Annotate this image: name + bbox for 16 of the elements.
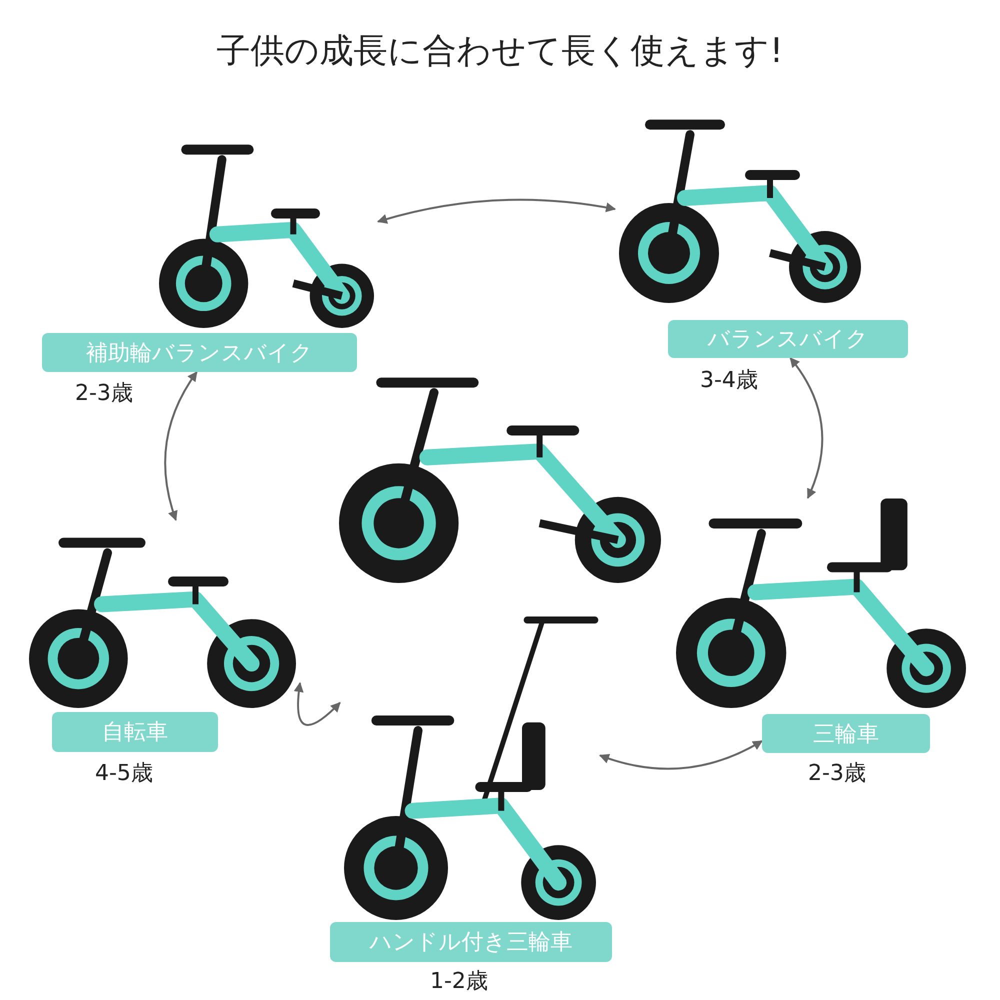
title: 子供の成長に合わせて長く使えます! [216,30,784,73]
arrow [377,198,616,224]
age-text: 1-2歳 [430,968,488,996]
stage-label: 自転車 [52,712,218,752]
age-text: 2-3歳 [808,760,866,788]
stage-label: 三輪車 [762,714,930,753]
age-text: 3-4歳 [700,367,758,395]
age-text: 4-5歳 [95,760,153,788]
stage-label: 補助輪バランスバイク [42,333,357,372]
arrow [599,740,763,770]
age-text: 2-3歳 [75,380,133,408]
arrow [790,357,824,499]
arrow [294,682,341,726]
stage-label: ハンドル付き三輪車 [330,922,612,962]
stage-label: バランスバイク [668,320,908,358]
arrow [164,371,198,521]
